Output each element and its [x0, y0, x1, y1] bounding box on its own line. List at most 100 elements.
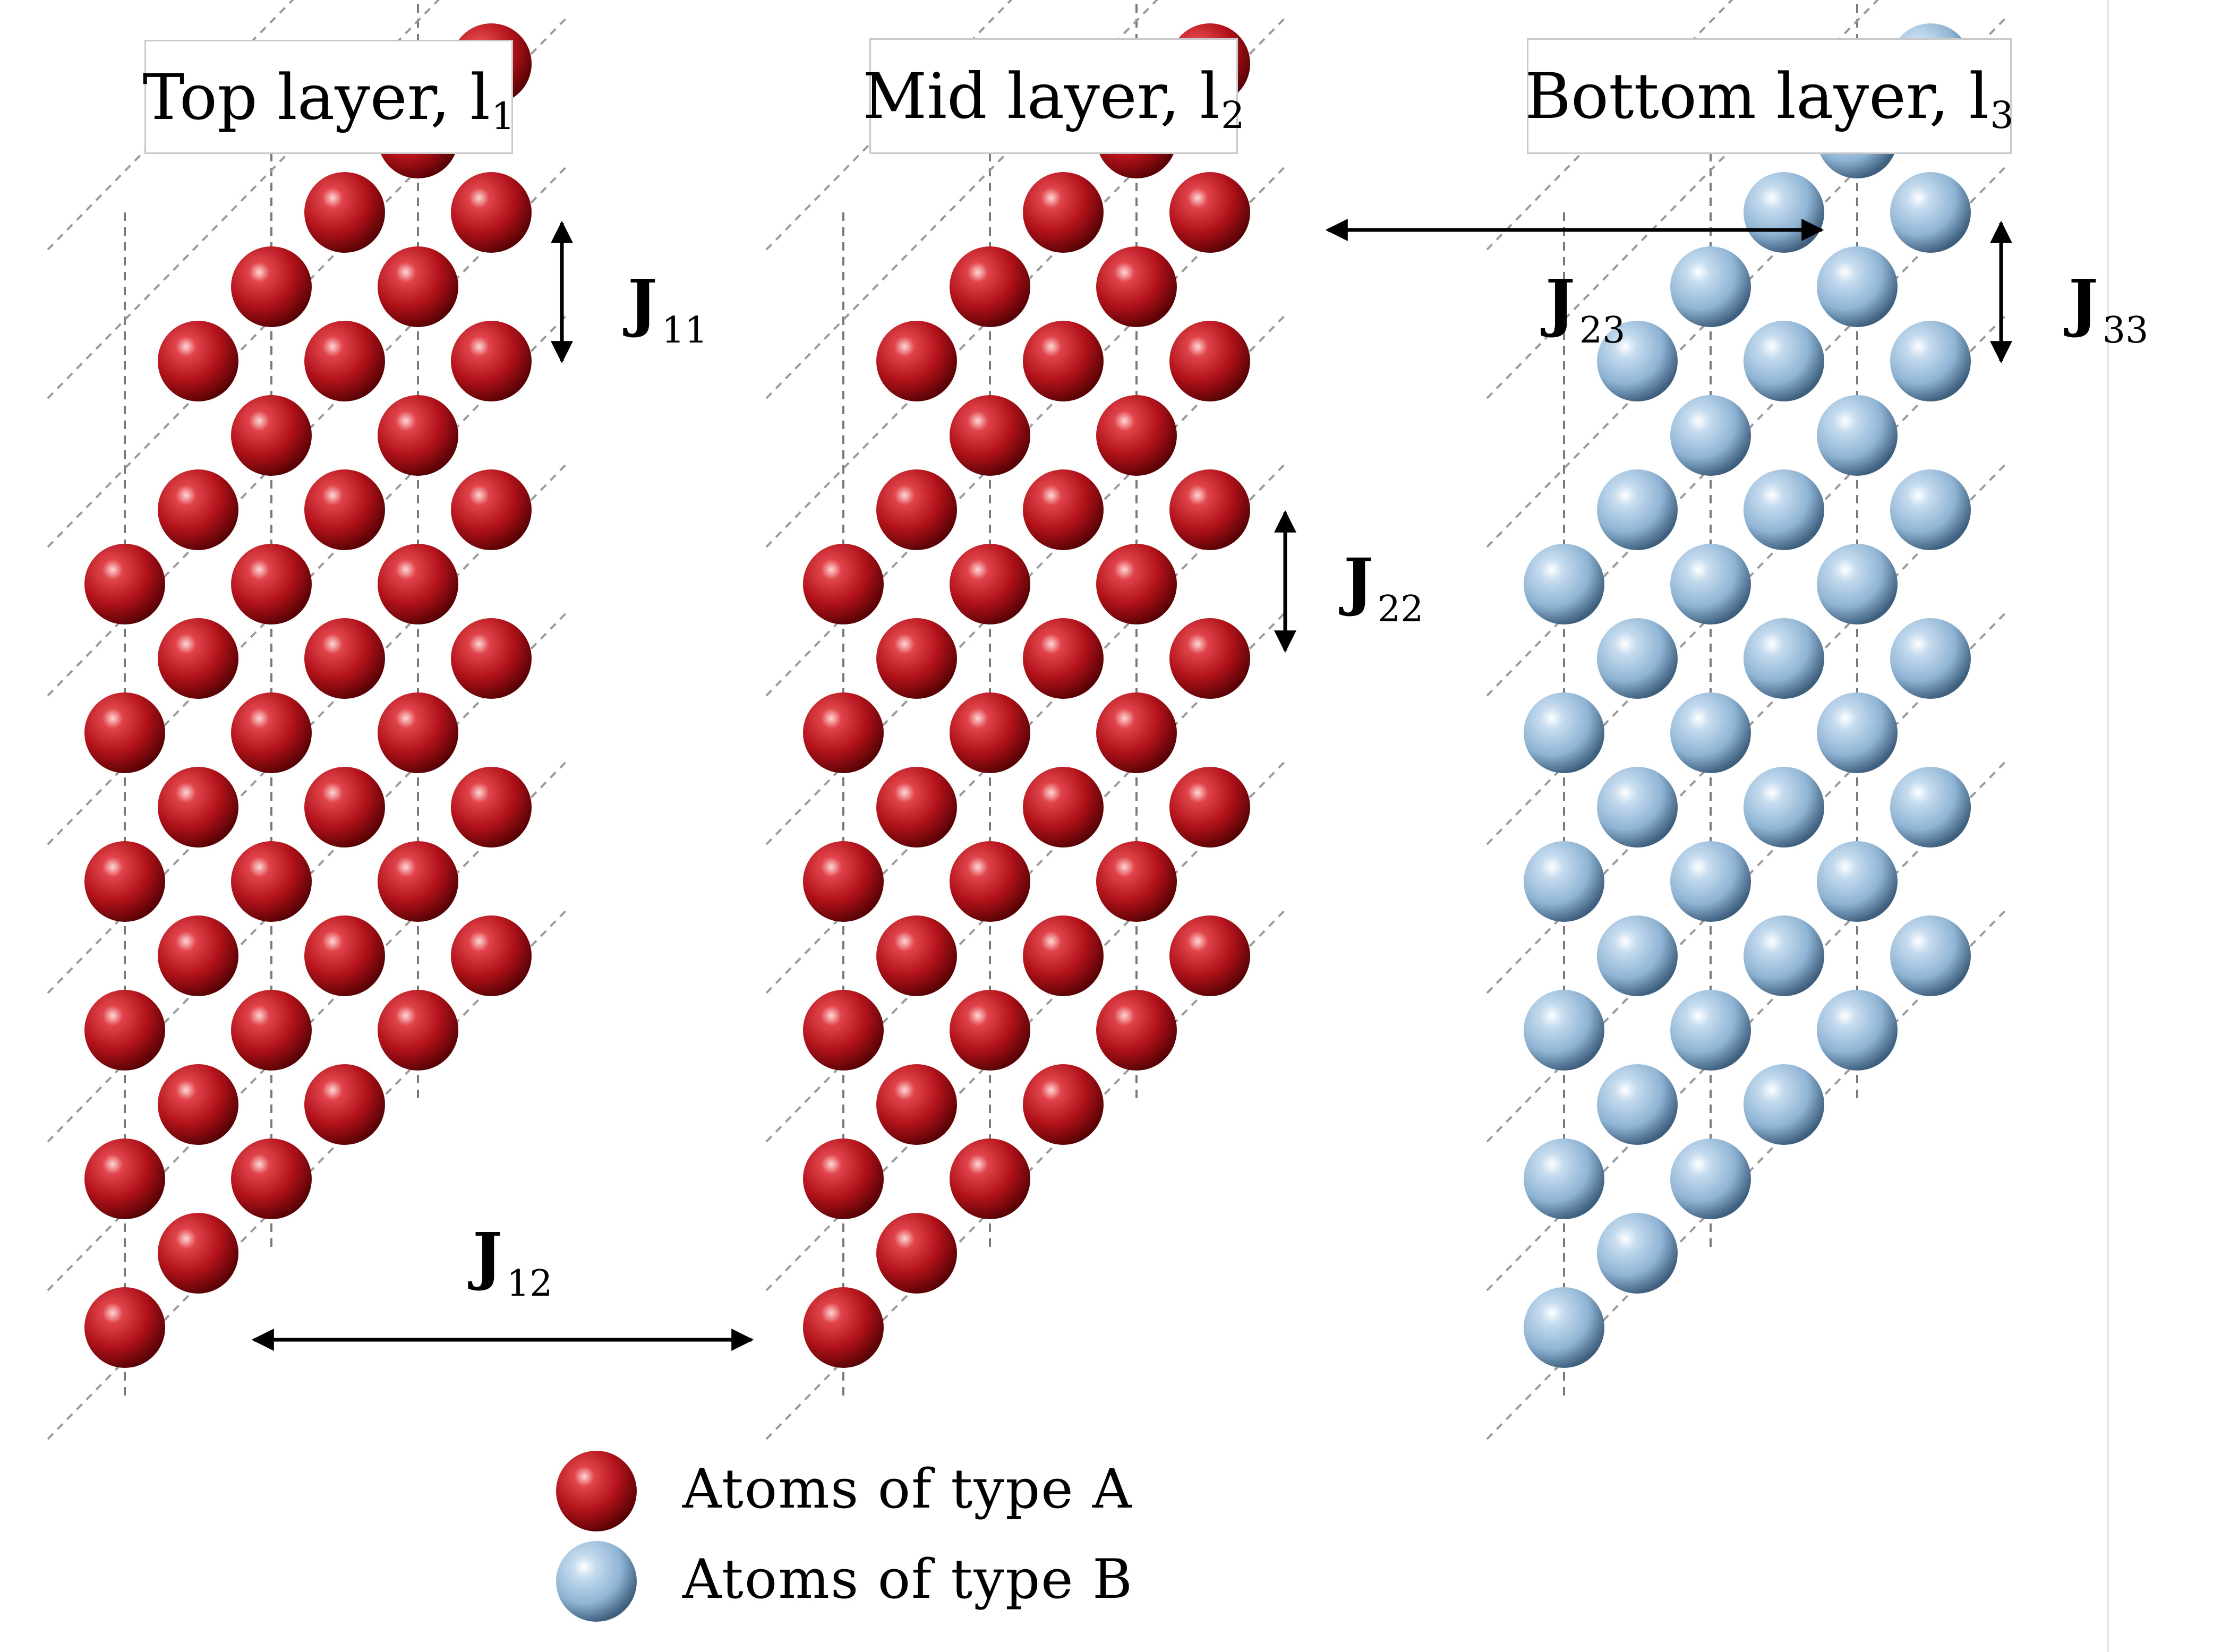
atom-top-c4-r1 — [378, 841, 458, 922]
atom-top-c3-r5 — [304, 321, 385, 401]
atom-top-c5-r1 — [451, 767, 532, 848]
coupling-symbol-j11: J — [628, 266, 657, 339]
atom-top-c4-r2 — [378, 692, 458, 773]
atom-top-c3-r4 — [304, 469, 385, 550]
atom-top-c2-r3 — [231, 692, 312, 773]
coupling-symbol-j23: J — [1545, 266, 1575, 339]
atom-bottom-c2-r5 — [1670, 395, 1751, 476]
atom-top-c1-r2 — [158, 915, 238, 996]
coupling-subscript-j22: 22 — [1377, 588, 1424, 630]
atom-bottom-c0-r2 — [1524, 990, 1604, 1071]
layer-title-top-subscript: 1 — [491, 94, 515, 138]
atom-mid-c3-r6 — [1023, 172, 1104, 253]
atom-top-c3-r3 — [304, 618, 385, 699]
atom-mid-c2-r0 — [950, 1139, 1030, 1219]
atom-mid-c2-r6 — [950, 246, 1030, 327]
atom-mid-c1-r1 — [876, 1064, 957, 1145]
atom-mid-c3-r2 — [1023, 767, 1104, 848]
atom-bottom-c1-r6 — [1597, 321, 1678, 401]
atom-bottom-c2-r0 — [1670, 1139, 1751, 1219]
atom-bottom-c3-r5 — [1744, 321, 1824, 401]
atom-top-c5-r2 — [451, 618, 532, 699]
atom-mid-c2-r5 — [950, 395, 1030, 476]
atom-bottom-c2-r2 — [1670, 841, 1751, 922]
atom-bottom-c0-r4 — [1524, 692, 1604, 773]
layer-title-mid-subscript: 2 — [1220, 93, 1245, 137]
coupling-subscript-j11: 11 — [661, 310, 708, 352]
atom-mid-c1-r2 — [876, 915, 957, 996]
atom-bottom-c5-r2 — [1890, 618, 1971, 699]
atom-bottom-c4-r0 — [1817, 990, 1898, 1071]
atom-mid-c4-r0 — [1096, 990, 1177, 1071]
atom-mid-c5-r3 — [1169, 469, 1250, 550]
legend-label-type-b: Atoms of type B — [682, 1548, 1133, 1611]
atom-bottom-c4-r4 — [1817, 395, 1898, 476]
atom-mid-c5-r4 — [1169, 321, 1250, 401]
atom-mid-c1-r0 — [876, 1213, 957, 1294]
atom-mid-c0-r2 — [803, 990, 884, 1071]
atom-top-c1-r1 — [158, 1064, 238, 1145]
atom-mid-c1-r6 — [876, 321, 957, 401]
atom-bottom-c5-r4 — [1890, 321, 1971, 401]
atom-mid-c3-r4 — [1023, 469, 1104, 550]
atom-mid-c5-r1 — [1169, 767, 1250, 848]
atom-mid-c2-r4 — [950, 544, 1030, 624]
atom-top-c0-r2 — [84, 990, 165, 1071]
coupling-subscript-j33: 33 — [2102, 310, 2149, 352]
atom-mid-c4-r1 — [1096, 841, 1177, 922]
atom-bottom-c0-r3 — [1524, 841, 1604, 922]
atom-mid-c2-r3 — [950, 692, 1030, 773]
coupling-arrows — [251, 219, 2012, 1351]
atom-top-c4-r3 — [378, 544, 458, 624]
atom-mid-c4-r5 — [1096, 246, 1177, 327]
atom-top-c2-r0 — [231, 1139, 312, 1219]
coupling-symbol-j12: J — [473, 1219, 502, 1293]
atom-mid-c4-r4 — [1096, 395, 1177, 476]
atom-mid-c0-r4 — [803, 692, 884, 773]
atom-top-c0-r3 — [84, 841, 165, 922]
atom-top-c0-r1 — [84, 1139, 165, 1219]
atoms-group — [84, 23, 1971, 1622]
atom-top-c5-r4 — [451, 321, 532, 401]
atom-bottom-c4-r1 — [1817, 841, 1898, 922]
atom-bottom-c2-r1 — [1670, 990, 1751, 1071]
legend-label-type-a: Atoms of type A — [682, 1458, 1133, 1521]
atom-mid-c2-r1 — [950, 990, 1030, 1071]
atom-top-c2-r4 — [231, 544, 312, 624]
atom-top-c0-r4 — [84, 692, 165, 773]
atom-mid-c0-r0 — [803, 1287, 884, 1368]
atom-mid-c3-r3 — [1023, 618, 1104, 699]
atom-top-c5-r3 — [451, 469, 532, 550]
atom-bottom-c3-r1 — [1744, 915, 1824, 996]
atom-top-c0-r0 — [84, 1287, 165, 1368]
atom-top-c3-r2 — [304, 767, 385, 848]
atom-bottom-c2-r4 — [1670, 544, 1751, 624]
atom-mid-c1-r5 — [876, 469, 957, 550]
atom-top-c2-r6 — [231, 246, 312, 327]
layer-title-top-text: Top layer, l — [142, 60, 490, 134]
layer-title-bottom-text: Bottom layer, l — [1525, 59, 1989, 133]
atom-bottom-c1-r5 — [1597, 469, 1678, 550]
coupling-subscript-j23: 23 — [1579, 310, 1626, 352]
atom-top-c5-r0 — [451, 915, 532, 996]
page-border-line — [2107, 0, 2109, 1652]
atom-bottom-c3-r6 — [1744, 172, 1824, 253]
atom-top-c2-r2 — [231, 841, 312, 922]
atom-top-c3-r6 — [304, 172, 385, 253]
atom-bottom-c1-r2 — [1597, 915, 1678, 996]
atom-top-c1-r4 — [158, 618, 238, 699]
atom-bottom-c5-r3 — [1890, 469, 1971, 550]
atom-mid-c0-r1 — [803, 1139, 884, 1219]
atom-top-c2-r1 — [231, 990, 312, 1071]
atom-bottom-c3-r0 — [1744, 1064, 1824, 1145]
atom-mid-c5-r2 — [1169, 618, 1250, 699]
atom-mid-c3-r0 — [1023, 1064, 1104, 1145]
atom-mid-c3-r1 — [1023, 915, 1104, 996]
